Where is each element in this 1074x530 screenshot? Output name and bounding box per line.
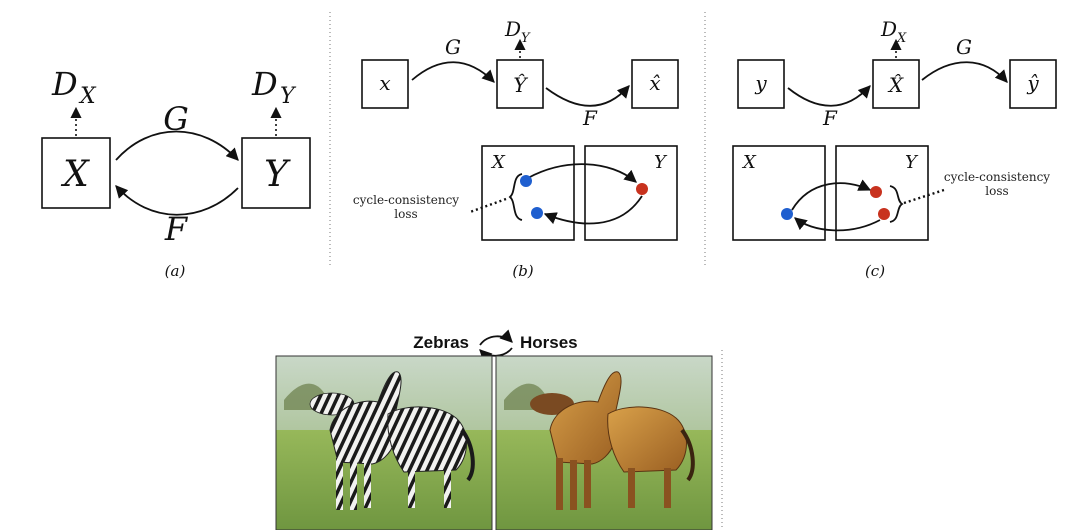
loss-label-c-line1: cycle-consistency [944, 170, 1050, 184]
domain-x-label: X [60, 154, 90, 195]
loss-label-b-line2: loss [394, 207, 417, 221]
mapping-f-label: F [164, 210, 189, 248]
horses-photo [496, 356, 712, 530]
photo-title-zebras: Zebras [413, 333, 469, 352]
f-arrow-c [788, 86, 870, 106]
blue-point-b-2 [531, 207, 543, 219]
caption-c: (c) [865, 262, 885, 280]
discriminator-dx-label: D [51, 65, 78, 103]
generated-x-label: X̂ [887, 73, 904, 97]
domain-x-label-b: X [490, 152, 506, 173]
g-label-c: G [956, 35, 972, 59]
domain-y-label: Y [264, 154, 291, 195]
g-arrow-b [412, 62, 494, 82]
loss-label-c-line2: loss [985, 184, 1008, 198]
dy-subscript-b: Y [521, 31, 531, 46]
f-label-b: F [582, 106, 598, 130]
discriminator-dy-label: D [251, 65, 278, 103]
panel-a: X Y G F D X D Y (a) [42, 65, 310, 280]
red-point-b [636, 183, 648, 195]
dy-label-b: D [504, 17, 521, 41]
domain-x-label-c: X [741, 152, 757, 173]
discriminator-dy-subscript: Y [280, 84, 297, 109]
blue-point-b-1 [520, 175, 532, 187]
red-point-c-2 [878, 208, 890, 220]
zebras-photo [276, 356, 492, 530]
caption-a: (a) [165, 262, 186, 280]
mapping-g-label: G [163, 100, 189, 138]
g-arrow-c [922, 62, 1007, 82]
generated-y-label: Ŷ [513, 73, 528, 97]
reconstructed-x-label: x̂ [649, 71, 660, 95]
photo-strip: Zebras Horses [276, 333, 722, 530]
swap-cycle-icon [480, 336, 512, 355]
loss-label-b-line1: cycle-consistency [353, 193, 459, 207]
panel-c: y X̂ ŷ F G D X X Y cycle-consistency los… [733, 17, 1056, 280]
input-y-label: y [754, 71, 767, 95]
dx-subscript-c: X [896, 31, 907, 46]
reconstructed-y-label: ŷ [1026, 71, 1039, 95]
discriminator-dx-subscript: X [78, 84, 97, 109]
caption-b: (b) [512, 262, 533, 280]
f-arrow-b [546, 86, 629, 106]
blue-point-c [781, 208, 793, 220]
photo-title-horses: Horses [520, 333, 578, 352]
red-point-c-1 [870, 186, 882, 198]
g-label-b: G [445, 35, 461, 59]
panel-b: x Ŷ x̂ G F D Y X Y cycle-consistency los… [353, 17, 678, 280]
dx-label-c: D [880, 17, 897, 41]
f-label-c: F [822, 106, 838, 130]
input-x-label: x [379, 71, 390, 95]
